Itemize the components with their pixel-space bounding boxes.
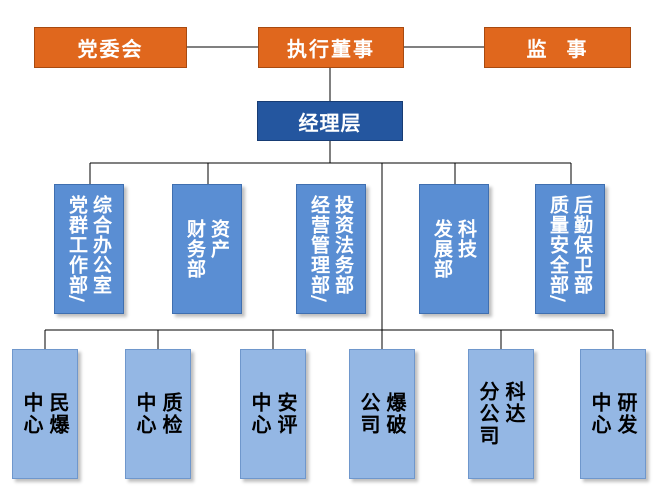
- management-label: 经理层: [298, 110, 362, 135]
- party-committee-label: 党委会: [77, 37, 144, 61]
- department-label: 科技 发展部: [431, 219, 477, 279]
- department-label: 资产 财务部: [184, 219, 230, 279]
- supervisor-label: 监 事: [526, 37, 589, 61]
- department-box-technology: 科技 发展部: [419, 184, 489, 314]
- executive-director-label: 执行董事: [287, 37, 375, 61]
- department-label: 投资法务部 经营管理部/: [308, 195, 354, 303]
- unit-label: 爆破 公司: [357, 392, 407, 436]
- unit-box-rnd-center: 研发 中心: [580, 349, 646, 479]
- unit-label: 科达 分公司: [476, 381, 526, 447]
- unit-label: 安评 中心: [248, 392, 298, 436]
- unit-label: 研发 中心: [588, 392, 638, 436]
- supervisor-box: 监 事: [484, 27, 631, 68]
- unit-box-inspection-center: 质检 中心: [125, 349, 191, 479]
- unit-label: 民爆 中心: [20, 392, 70, 436]
- management-box: 经理层: [257, 101, 403, 141]
- department-box-finance: 资产 财务部: [172, 184, 242, 314]
- department-label: 综合办公室 党群工作部/: [66, 195, 112, 303]
- executive-director-box: 执行董事: [258, 27, 404, 68]
- unit-box-blasting-company: 爆破 公司: [349, 349, 415, 479]
- department-box-general-office: 综合办公室 党群工作部/: [54, 184, 124, 314]
- department-label: 后勤保卫部 质量安全部/: [547, 195, 593, 303]
- unit-box-safety-evaluation-center: 安评 中心: [240, 349, 306, 479]
- unit-label: 质检 中心: [133, 392, 183, 436]
- department-box-safety-logistics: 后勤保卫部 质量安全部/: [535, 184, 605, 314]
- party-committee-box: 党委会: [34, 27, 187, 68]
- department-box-investment-legal: 投资法务部 经营管理部/: [296, 184, 366, 314]
- unit-box-keda-branch: 科达 分公司: [468, 349, 534, 479]
- unit-box-explosives-center: 民爆 中心: [12, 349, 78, 479]
